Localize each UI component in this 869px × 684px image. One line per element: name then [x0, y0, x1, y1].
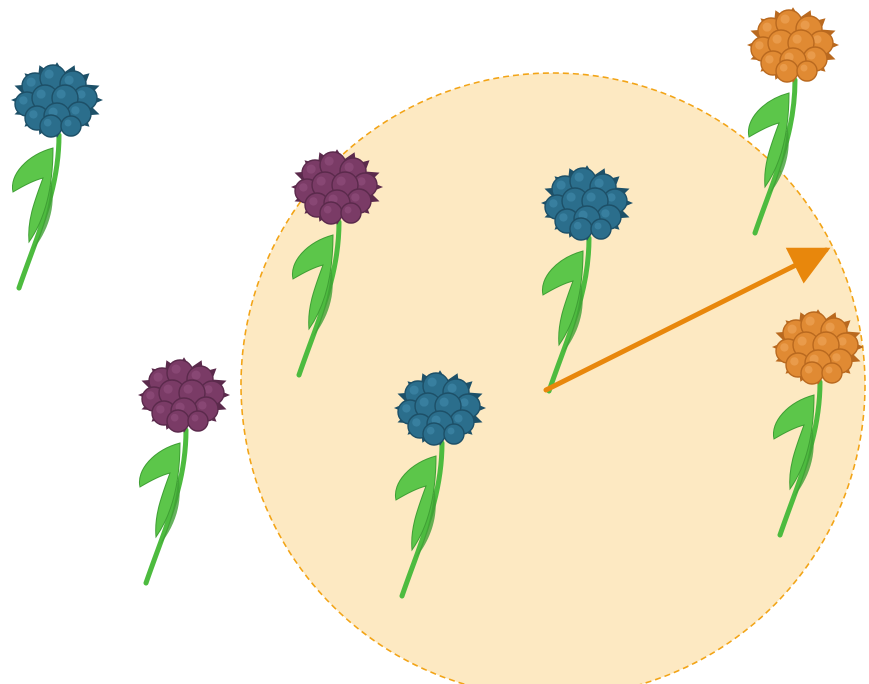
floret-highlight — [832, 353, 840, 361]
floret-highlight — [440, 398, 449, 407]
floret-highlight — [765, 55, 773, 63]
leaf — [12, 148, 53, 242]
floret-highlight — [595, 179, 604, 188]
floret-highlight — [156, 405, 164, 413]
floret-highlight — [807, 51, 815, 59]
floret-highlight — [755, 41, 763, 49]
floret-highlight — [325, 157, 334, 166]
floret-highlight — [27, 78, 36, 87]
floret-highlight — [763, 23, 772, 32]
floret-highlight — [773, 35, 782, 44]
floret-highlight — [402, 404, 410, 412]
floret-highlight — [65, 120, 72, 127]
floret-highlight — [454, 414, 462, 422]
floret — [797, 61, 817, 81]
floret-highlight — [780, 343, 788, 351]
floret-highlight — [826, 323, 835, 332]
floret-highlight — [801, 65, 808, 72]
floret-highlight — [567, 193, 576, 202]
floret-highlight — [309, 197, 317, 205]
floret — [320, 202, 342, 224]
floret-highlight — [410, 386, 419, 395]
leaf — [139, 443, 180, 537]
floret-highlight — [192, 415, 199, 422]
floret — [423, 423, 445, 445]
floret-highlight — [164, 385, 173, 394]
floret-highlight — [198, 401, 206, 409]
floret — [801, 362, 823, 384]
floret-highlight — [793, 35, 802, 44]
flower-5-flower-icon — [138, 357, 230, 583]
floret-highlight — [595, 223, 602, 230]
floret-highlight — [587, 193, 596, 202]
floret-highlight — [557, 181, 566, 190]
floret-highlight — [45, 70, 54, 79]
floret — [167, 410, 189, 432]
floret-highlight — [299, 183, 307, 191]
floret-highlight — [780, 64, 788, 72]
floret-highlight — [37, 90, 46, 99]
floret-highlight — [826, 367, 833, 374]
floret-highlight — [171, 414, 179, 422]
floret-highlight — [781, 15, 790, 24]
floret-highlight — [324, 206, 332, 214]
floret-highlight — [345, 163, 354, 172]
floret-highlight — [601, 209, 609, 217]
floret-highlight — [575, 173, 584, 182]
floret-highlight — [806, 317, 815, 326]
floret-highlight — [448, 384, 457, 393]
floret-highlight — [57, 90, 66, 99]
floret — [444, 424, 464, 444]
flower-1-flower-icon — [11, 62, 103, 288]
floret-highlight — [805, 366, 813, 374]
floret-highlight — [172, 365, 181, 374]
floret-highlight — [788, 325, 797, 334]
floret-highlight — [801, 21, 810, 30]
floret-highlight — [154, 373, 163, 382]
floret — [776, 60, 798, 82]
floret — [188, 411, 208, 431]
floret-highlight — [427, 427, 435, 435]
floret-highlight — [790, 357, 798, 365]
floret-highlight — [146, 391, 154, 399]
floret — [61, 116, 81, 136]
floret — [591, 219, 611, 239]
floret-highlight — [192, 371, 201, 380]
floret — [341, 203, 361, 223]
floret-highlight — [559, 213, 567, 221]
floret-highlight — [428, 378, 437, 387]
floret-highlight — [420, 398, 429, 407]
floret-highlight — [65, 76, 74, 85]
floret-highlight — [317, 177, 326, 186]
floret-highlight — [29, 110, 37, 118]
floret-highlight — [574, 222, 582, 230]
floret-highlight — [307, 165, 316, 174]
floret-highlight — [818, 337, 827, 346]
floret-highlight — [351, 193, 359, 201]
floret — [822, 363, 842, 383]
floret-highlight — [798, 337, 807, 346]
floret — [40, 115, 62, 137]
floret-highlight — [337, 177, 346, 186]
floret-highlight — [44, 119, 52, 127]
floret-highlight — [71, 106, 79, 114]
floret-highlight — [184, 385, 193, 394]
floret-highlight — [345, 207, 352, 214]
floret-highlight — [19, 96, 27, 104]
floret-highlight — [549, 199, 557, 207]
floret-highlight — [412, 418, 420, 426]
floret-highlight — [448, 428, 455, 435]
floret — [570, 218, 592, 240]
